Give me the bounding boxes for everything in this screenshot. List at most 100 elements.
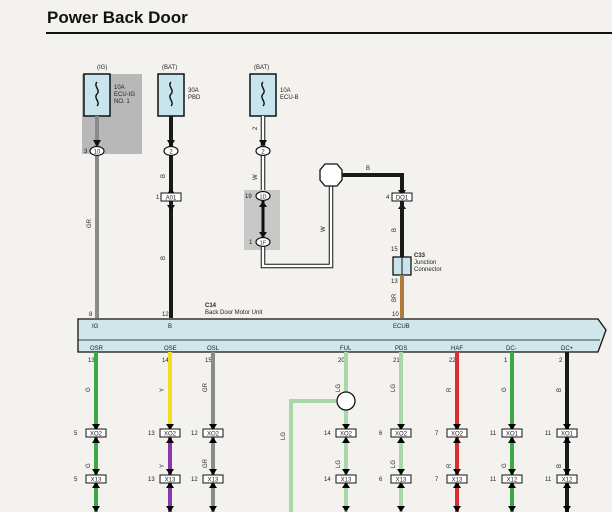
- fuse-ecu-b-name: ECU-B: [280, 95, 299, 101]
- connector-osl-c2-pin: 12: [191, 477, 198, 483]
- connector-dcplus-c1[interactable]: [556, 428, 578, 438]
- connector-ful-c2-label: X13: [341, 478, 352, 484]
- wire-color-label-lower-ose: Y: [160, 464, 166, 468]
- arrow-up-icon: [563, 437, 571, 443]
- ecu-pin-number-ful: 20: [338, 358, 345, 364]
- ecu-pin-number-dcminus: 1: [504, 358, 508, 364]
- connector-dcplus-c1-pin: 11: [545, 431, 552, 437]
- connector-osl-c1[interactable]: [202, 428, 224, 438]
- connector-haf-c2-pin: 7: [435, 477, 439, 483]
- fuse-ecu-b-amp: 10A: [280, 88, 291, 94]
- wire-color-label-osl: GR: [203, 382, 209, 392]
- fuse-pbd-supply: (BAT): [162, 65, 177, 71]
- connector-dcplus-c1-label: XO1: [561, 432, 574, 438]
- wire-label-w1: W: [253, 174, 259, 180]
- connector-a01-pin: 1: [156, 195, 160, 201]
- connector-pds-c1[interactable]: [390, 428, 412, 438]
- arrow-down-icon: [92, 424, 100, 430]
- ecu-top-label-b: B: [168, 324, 172, 330]
- fuse-ecu-b-pin: 2: [261, 150, 265, 156]
- ecu-pin-label-pds: PDS: [395, 346, 407, 352]
- ecu-pin-label-osl: OSL: [207, 346, 220, 352]
- wire-color-label-dcminus: G: [502, 387, 508, 392]
- connector-pds-c2[interactable]: [390, 474, 412, 484]
- connector-ose-c1-label: XO2: [164, 432, 177, 438]
- arrow-down-icon: [342, 469, 350, 475]
- connector-osr-c1[interactable]: [85, 428, 107, 438]
- connector-haf-c1-pin: 7: [435, 431, 439, 437]
- connector-osr-c1-label: XO2: [90, 432, 103, 438]
- arrow-down-icon: [508, 469, 516, 475]
- connector-dcminus-c2-pin: 11: [490, 477, 497, 483]
- connector-dcminus-c1[interactable]: [501, 428, 523, 438]
- arrow-down-icon: [453, 424, 461, 430]
- ecu-top-pin-b: 12: [162, 312, 169, 318]
- wire-color-label-lower-ful: LG: [336, 460, 342, 468]
- wire-color-label-ose: Y: [160, 388, 166, 392]
- connector-ful-c2[interactable]: [335, 474, 357, 484]
- fuse-ecu-b[interactable]: (BAT) 10A ECU-B: [249, 65, 299, 117]
- arrow-down-icon: [397, 424, 405, 430]
- arrow-down-icon: [342, 424, 350, 430]
- fuse-ecu-ig-name: ECU-IG: [114, 92, 135, 98]
- wire-label-gr: GR: [87, 218, 93, 228]
- arrow-down-icon: [92, 506, 100, 512]
- arrow-down-icon: [453, 506, 461, 512]
- ecu-pin-label-dcminus: DC-: [506, 346, 517, 352]
- arrow-down-icon: [453, 469, 461, 475]
- page-title: Power Back Door: [47, 8, 188, 27]
- ecu-id: C14: [205, 303, 217, 309]
- ecu-top-label-ecub: ECUB: [393, 324, 410, 330]
- connector-haf-c2[interactable]: [446, 474, 468, 484]
- connector-osl-c2[interactable]: [202, 474, 224, 484]
- connector-dcminus-c2-label: X12: [507, 478, 518, 484]
- fuse-ecu-b-supply: (BAT): [254, 65, 269, 71]
- fuse-pbd[interactable]: (BAT) 30A PBD: [157, 65, 201, 117]
- connector-ful-c1[interactable]: [335, 428, 357, 438]
- title-rule: [46, 32, 612, 34]
- arrow-up-icon: [342, 437, 350, 443]
- arrow-down-icon: [166, 506, 174, 512]
- connector-a01[interactable]: [160, 192, 182, 202]
- arrow-up-icon: [259, 201, 267, 207]
- wire-color-label-dcplus: B: [557, 388, 563, 392]
- ecu-pin-number-haf: 22: [449, 358, 456, 364]
- connector-osr-c2[interactable]: [85, 474, 107, 484]
- splice-point[interactable]: [319, 163, 343, 187]
- connector-haf-c1[interactable]: [446, 428, 468, 438]
- wire-label-w2: W: [321, 226, 327, 232]
- wire-color-label-ful: LG: [336, 384, 342, 392]
- arrow-down-icon: [563, 506, 571, 512]
- arrow-up-icon: [453, 482, 461, 488]
- connector-haf-c1-label: XO2: [451, 432, 464, 438]
- connector-osl-c1-pin: 12: [191, 431, 198, 437]
- connector-circle: [255, 236, 271, 248]
- ecu-pin-label-haf: HAF: [451, 346, 463, 352]
- connector-dcminus-c2[interactable]: [501, 474, 523, 484]
- ecu-pin-number-dcplus: 2: [559, 358, 563, 364]
- fuse-ecu-b-pin-side: 2: [253, 126, 259, 130]
- arrow-down-icon: [167, 205, 175, 211]
- arrow-down-icon: [209, 506, 217, 512]
- arrow-down-icon: [508, 506, 516, 512]
- arrow-up-icon: [209, 482, 217, 488]
- wire-color-label-lower-dcminus: G: [502, 463, 508, 468]
- ecu-back-door-motor-unit[interactable]: [77, 318, 607, 353]
- connector-haf-c2-label: X13: [452, 478, 463, 484]
- connector-ose-c1[interactable]: [159, 428, 181, 438]
- wire-color-label-lower-haf: R: [447, 463, 453, 468]
- splice-circle: [336, 391, 356, 411]
- ecu-pin-number-osr: 13: [88, 358, 95, 364]
- connector-dcplus-c2[interactable]: [556, 474, 578, 484]
- connector-ful-c1-pin: 14: [324, 431, 331, 437]
- connector-pds-c1-label: XO2: [395, 432, 408, 438]
- wire-color-label-haf: R: [447, 387, 453, 392]
- arrow-down-icon: [93, 140, 101, 147]
- connector-ose-c2[interactable]: [159, 474, 181, 484]
- connector-1d-pin: 19: [245, 194, 252, 200]
- fuse-ecu-ig[interactable]: (IG) 10A ECU-IG NO. 1: [82, 65, 142, 154]
- ecu-pin-label-ose: OSE: [164, 346, 177, 352]
- connector-dcminus-c1-label: XO1: [506, 432, 519, 438]
- wire-b-top: [342, 173, 404, 193]
